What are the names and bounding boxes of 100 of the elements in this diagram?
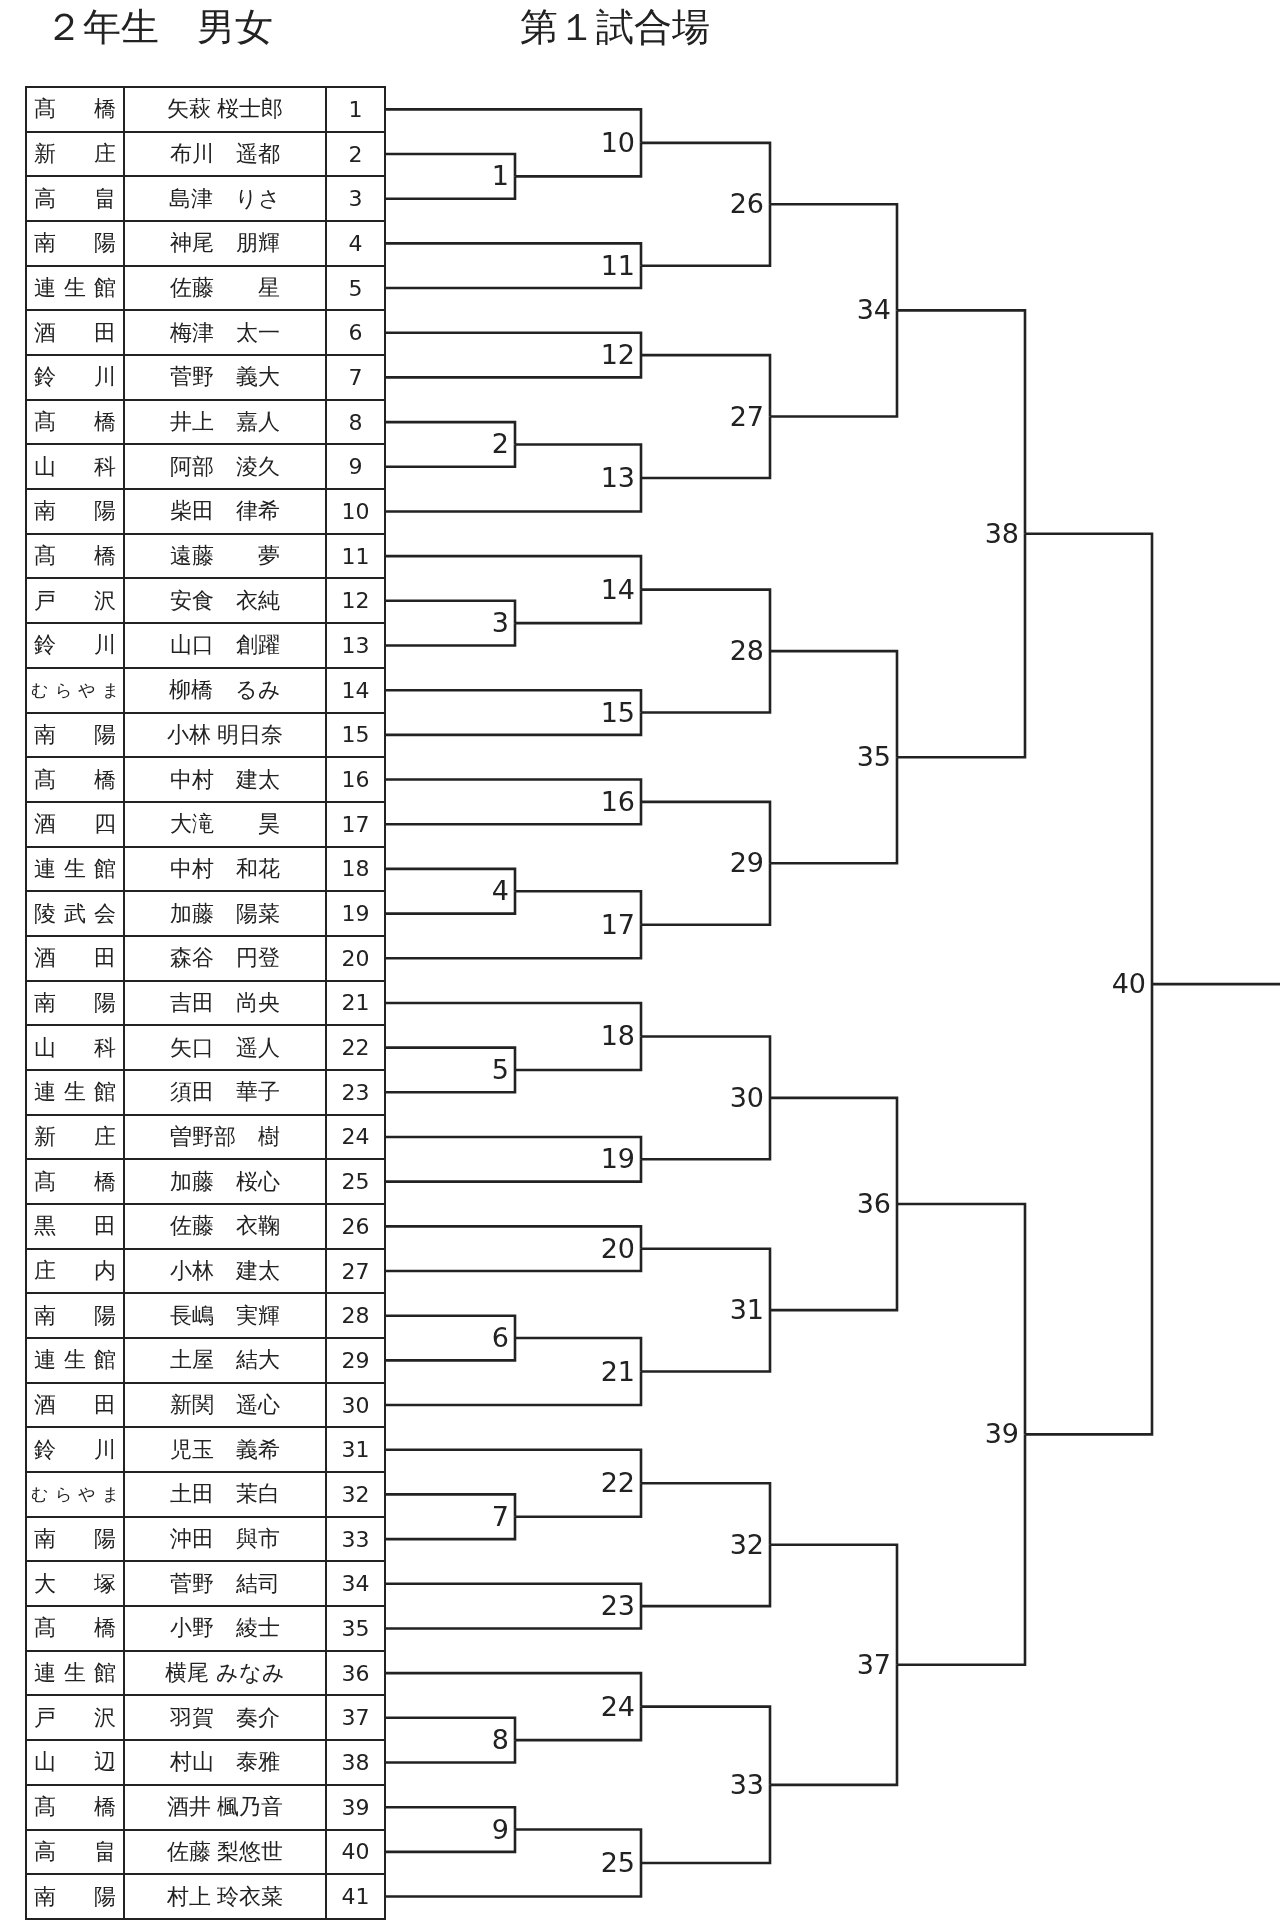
entry-row xyxy=(25,1381,386,1429)
match-number: 3 xyxy=(467,607,515,640)
entry-row xyxy=(25,1694,386,1742)
bracket-line xyxy=(386,1248,643,1273)
entry-row xyxy=(25,130,386,178)
bracket-line xyxy=(641,141,772,205)
bracket-line xyxy=(386,420,517,445)
bracket-line xyxy=(386,331,643,356)
entry-number: 39 xyxy=(340,1793,371,1822)
match-number: 6 xyxy=(467,1322,515,1355)
bracket-line xyxy=(386,1135,643,1160)
venue-heading: 第１試合場 xyxy=(520,8,710,46)
match-number: 38 xyxy=(977,517,1025,550)
match-number: 24 xyxy=(593,1690,641,1723)
entry-row xyxy=(25,622,386,669)
bracket-line xyxy=(386,176,517,200)
entry-row xyxy=(25,1024,386,1071)
match-number: 8 xyxy=(467,1724,515,1757)
bracket-line xyxy=(641,416,772,480)
entry-row xyxy=(25,756,386,803)
entry-row xyxy=(25,354,386,401)
entry-number: 35 xyxy=(340,1614,371,1643)
bracket-line xyxy=(386,355,643,379)
bracket-line xyxy=(386,554,643,590)
entry-row xyxy=(25,666,386,714)
match-number: 30 xyxy=(722,1081,770,1114)
bracket-line xyxy=(897,1202,1027,1435)
bracket-line xyxy=(386,1159,643,1183)
match-number: 26 xyxy=(722,188,770,221)
bracket-line xyxy=(515,1828,643,1864)
entry-row xyxy=(25,979,386,1027)
bracket-line xyxy=(386,152,517,177)
entry-number: 28 xyxy=(340,1302,371,1331)
match-number: 5 xyxy=(467,1053,515,1086)
entry-row xyxy=(25,1068,386,1116)
match-number: 23 xyxy=(593,1590,641,1623)
match-number: 25 xyxy=(593,1847,641,1879)
bracket-line xyxy=(386,1716,517,1741)
entry-number: 25 xyxy=(340,1168,371,1197)
entry-row xyxy=(25,1515,386,1563)
page-title: ２年生 男女 xyxy=(45,8,273,46)
entry-number: 26 xyxy=(340,1212,371,1241)
match-number: 11 xyxy=(593,249,641,282)
bracket-line xyxy=(641,588,772,652)
entry-number: 5 xyxy=(347,274,364,303)
entry-row xyxy=(25,264,386,312)
entry-number: 13 xyxy=(340,632,371,660)
entry-number: 36 xyxy=(340,1659,371,1688)
bracket-line xyxy=(770,1543,899,1665)
entry-row xyxy=(25,398,386,446)
match-number: 2 xyxy=(467,428,515,461)
entry-number: 17 xyxy=(340,810,371,839)
entry-row xyxy=(25,1739,386,1786)
bracket-line xyxy=(386,1805,517,1830)
match-number: 27 xyxy=(722,400,770,433)
bracket-line xyxy=(641,651,772,714)
entry-row xyxy=(25,845,386,893)
bracket-line xyxy=(641,204,772,268)
match-number: 18 xyxy=(593,1020,641,1053)
match-number: 19 xyxy=(593,1143,641,1176)
bracket-line xyxy=(897,1434,1027,1667)
entry-number: 10 xyxy=(340,497,371,526)
bracket-line xyxy=(386,1225,643,1249)
bracket-line xyxy=(641,1481,772,1545)
bracket-line xyxy=(1025,984,1154,1436)
match-number: 13 xyxy=(593,461,641,494)
bracket-line xyxy=(386,599,517,624)
entry-row xyxy=(25,1649,386,1697)
entry-number: 32 xyxy=(340,1480,371,1509)
entry-number: 14 xyxy=(340,676,371,705)
bracket-line xyxy=(1152,982,1280,986)
entry-row xyxy=(25,309,386,357)
bracket-line xyxy=(386,477,643,513)
entry-row xyxy=(25,1292,386,1340)
match-number: 32 xyxy=(722,1528,770,1561)
match-number: 1 xyxy=(467,160,515,193)
entry-number: 12 xyxy=(340,587,371,616)
bracket-line xyxy=(386,801,643,826)
bracket-line xyxy=(386,1069,517,1094)
bracket-line xyxy=(386,265,643,290)
bracket-line xyxy=(386,444,517,469)
bracket-line xyxy=(386,1448,643,1484)
bracket-line xyxy=(641,1247,772,1311)
entry-row xyxy=(25,1158,386,1205)
bracket-line xyxy=(515,443,643,478)
match-number: 15 xyxy=(593,696,641,729)
entry-number: 21 xyxy=(340,989,371,1018)
bracket-line xyxy=(770,649,899,758)
bracket-line xyxy=(515,1483,643,1519)
match-number: 22 xyxy=(593,1467,641,1500)
entry-number: 31 xyxy=(340,1436,371,1465)
entry-row xyxy=(25,800,386,848)
bracket-line xyxy=(386,623,517,647)
bracket-line xyxy=(386,1493,517,1517)
entry-number: 18 xyxy=(340,855,371,884)
bracket-line xyxy=(386,1671,643,1707)
bracket-line xyxy=(386,688,643,713)
bracket-line xyxy=(641,353,772,417)
match-number: 16 xyxy=(593,785,641,818)
bracket-line xyxy=(386,1338,517,1362)
